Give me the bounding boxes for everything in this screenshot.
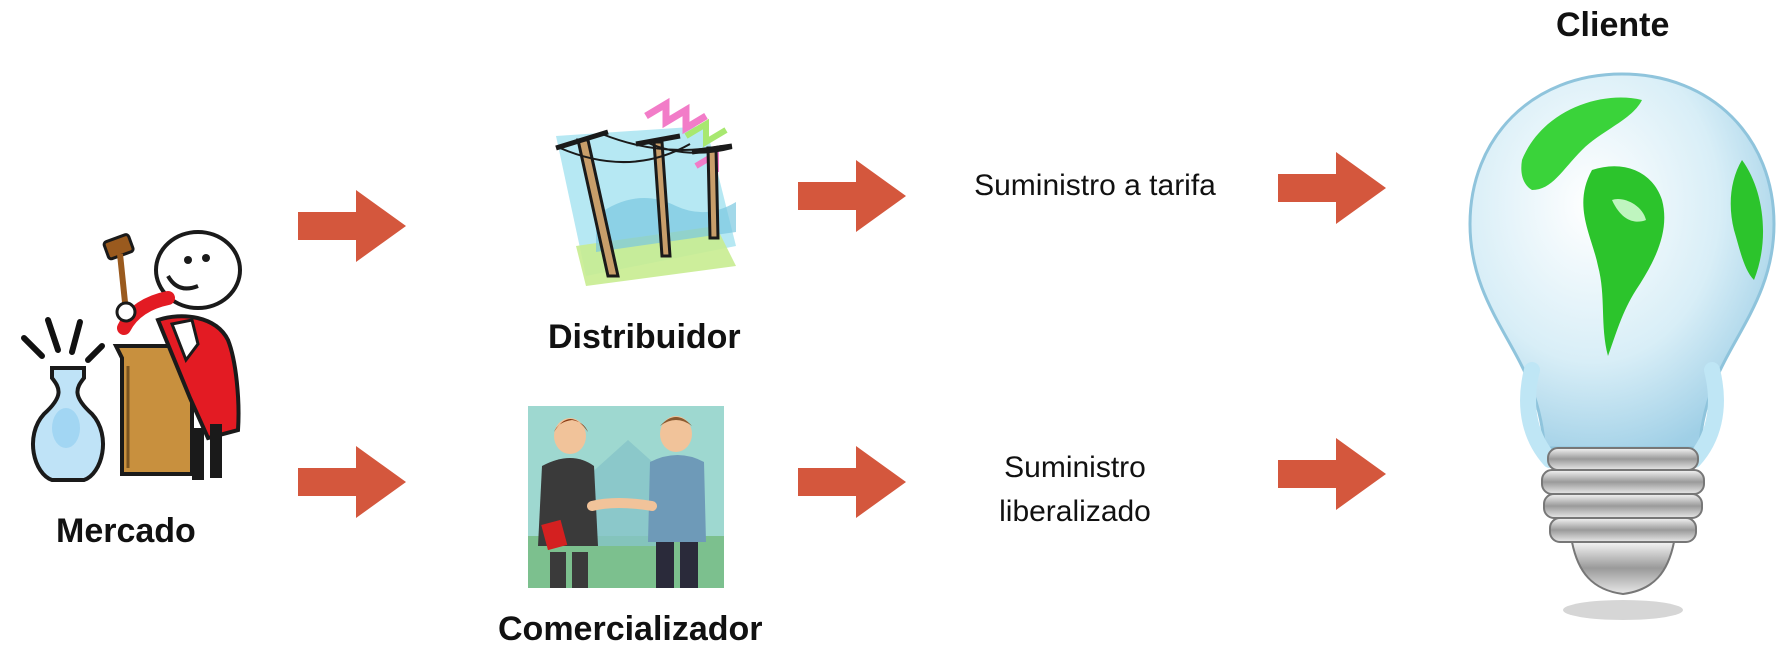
handshake-icon bbox=[528, 406, 724, 588]
arrow-comercializador-liberalizado bbox=[798, 446, 906, 518]
flow-liberalizado-line1: Suministro bbox=[1004, 451, 1146, 484]
flow-tarifa-label: Suministro a tarifa bbox=[974, 169, 1216, 202]
arrow-mercado-comercializador bbox=[298, 446, 406, 518]
auctioneer-icon bbox=[21, 230, 242, 482]
comercializador-label: Comercializador bbox=[498, 610, 763, 648]
globe-lightbulb-icon bbox=[1468, 72, 1776, 620]
flow-liberalizado-text: Suministro liberalizado bbox=[960, 446, 1190, 534]
flow-tarifa-text: Suministro a tarifa bbox=[940, 164, 1250, 208]
arrow-mercado-distribuidor bbox=[298, 190, 406, 262]
distribuidor-label: Distribuidor bbox=[548, 318, 741, 356]
power-lines-icon bbox=[555, 97, 736, 286]
cliente-label: Cliente bbox=[1556, 6, 1670, 44]
arrow-liberalizado-cliente bbox=[1278, 438, 1386, 510]
mercado-label: Mercado bbox=[56, 512, 196, 550]
arrow-distribuidor-tarifa bbox=[798, 160, 906, 232]
arrow-tarifa-cliente bbox=[1278, 152, 1386, 224]
flow-liberalizado-line2: liberalizado bbox=[999, 495, 1151, 528]
